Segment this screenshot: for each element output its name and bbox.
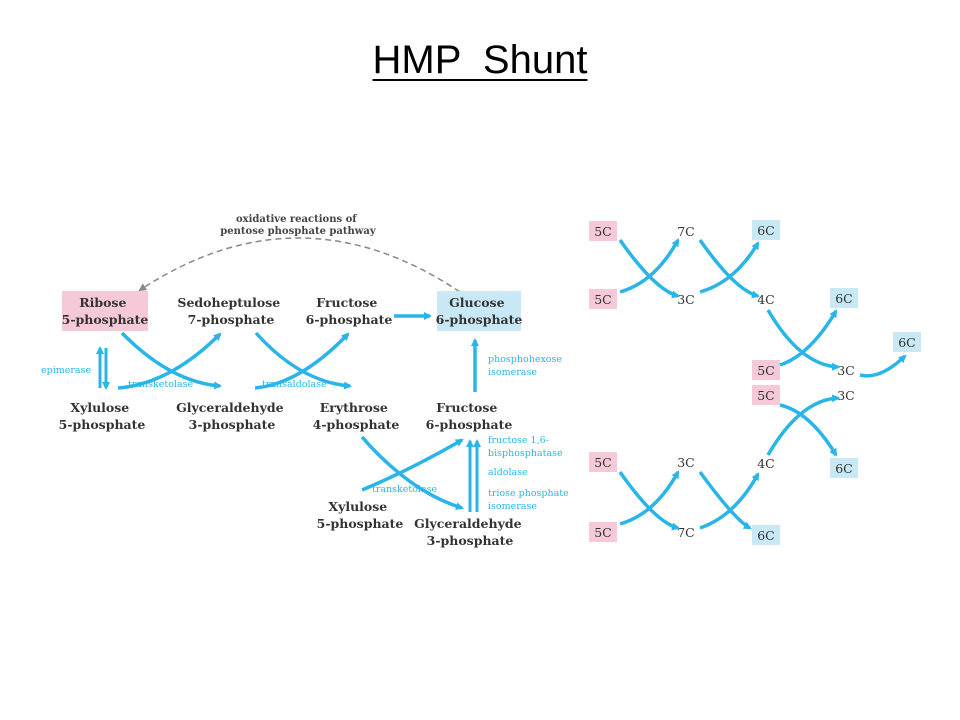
glyceraldehyde3p-top-label: Glyceraldehyde 3-phosphate	[176, 400, 288, 432]
transketolase2-label: transketolase	[372, 484, 438, 495]
r-center-out-right: 6C	[898, 335, 916, 350]
r-center-c2: 3C	[837, 388, 855, 403]
r-bottom-in1-box	[589, 452, 617, 472]
r-center-c1: 3C	[837, 363, 855, 378]
r-center-in2-box	[752, 385, 780, 405]
r-top-mid3: 4C	[757, 292, 775, 307]
glucose6p-label: Glucose 6-phosphate	[436, 295, 523, 327]
glyceraldehyde3p-bottom-label: Glyceraldehyde 3-phosphate	[414, 516, 526, 548]
phosphohexose-isomerase-label: phosphohexose isomerase	[488, 354, 565, 378]
r-bottom-in2-box	[589, 522, 617, 542]
r-top-mid2: 3C	[677, 292, 695, 307]
glucose6p-box	[437, 291, 521, 331]
r-bottom-mid2: 7C	[677, 525, 695, 540]
r-top-cross2-a	[698, 238, 760, 299]
r-top-out1-box	[752, 220, 780, 240]
page-title: HMP Shunt	[372, 38, 588, 82]
oxidative-note-line1: oxidative reactions of	[236, 214, 357, 225]
fructose6p-mid-label: Fructose 6-phosphate	[426, 400, 513, 432]
r-center-out-bottom-box	[830, 458, 858, 478]
fbpase-label: fructose 1,6- bisphosphatase	[488, 435, 563, 459]
oxidative-dashed-arrow	[138, 237, 461, 293]
r-bottom-in2: 5C	[594, 525, 612, 540]
r-center-merge-arrow	[859, 354, 907, 378]
transketolase1-label: transketolase	[128, 379, 194, 390]
r-top-cross1-b	[619, 238, 680, 294]
r-top-cross2-b	[699, 241, 760, 294]
r-bottom-cross2-a	[698, 470, 752, 530]
r-center-out-top-box	[830, 288, 858, 308]
r-bottom-cross1-b	[619, 470, 680, 526]
r-center-in1: 5C	[757, 363, 775, 378]
r-top-in1-box	[589, 221, 617, 241]
r-center-cross-top-b	[779, 309, 838, 367]
tpi-label: triose phosphate isomerase	[488, 488, 572, 512]
ribose5p-box	[62, 291, 148, 331]
r-top-in2-box	[589, 289, 617, 309]
aldolase-label: aldolase	[488, 467, 528, 478]
r-center-in2: 5C	[757, 388, 775, 403]
svg-text:oxidative reactions of pen: oxidative reactions of pentose phosphate…	[220, 214, 377, 237]
oxidative-note-line2: pentose phosphate pathway	[220, 226, 377, 237]
r-bottom-out1-box	[752, 525, 780, 545]
ribose5p-label: Ribose 5-phosphate	[62, 295, 149, 327]
r-bottom-cross1-a	[618, 470, 680, 531]
r-center-out-right-box	[893, 332, 921, 352]
r-bottom-cross2-b	[699, 472, 760, 530]
r-top-cross1-a	[618, 238, 680, 299]
xylulose5p-left-label: Xylulose 5-phosphate	[59, 400, 146, 432]
r-bottom-mid1: 3C	[677, 455, 695, 470]
r-bottom-mid3: 4C	[757, 456, 775, 471]
r-top-in1: 5C	[594, 224, 612, 239]
transaldolase-arrow-b	[254, 332, 350, 390]
sedoheptulose7p-label: Sedoheptulose 7-phosphate	[177, 295, 284, 327]
r-top-out1: 6C	[757, 223, 775, 238]
r-center-out-top: 6C	[835, 291, 853, 306]
transketolase2-arrow-b	[361, 438, 464, 492]
erythrose4p-label: Erythrose 4-phosphate	[313, 400, 400, 432]
r-center-out-bottom: 6C	[835, 461, 853, 476]
r-bottom-out1: 6C	[757, 528, 775, 543]
r-bottom-in1: 5C	[594, 455, 612, 470]
transaldolase-label: transaldolase	[262, 379, 327, 390]
r-center-cross-bottom-b	[766, 394, 840, 456]
transketolase2-arrow-a	[360, 435, 464, 511]
r-top-in2: 5C	[594, 292, 612, 307]
r-center-cross-bottom-a	[779, 403, 838, 457]
transketolase1-arrow-b	[117, 332, 222, 390]
fructose6p-top-label: Fructose 6-phosphate	[306, 295, 393, 327]
epimerase-label: epimerase	[41, 365, 91, 376]
xylulose5p-bottom-label: Xylulose 5-phosphate	[317, 499, 404, 531]
r-top-mid1: 7C	[677, 224, 695, 239]
r-center-cross-top-a	[766, 309, 840, 371]
r-center-in1-box	[752, 360, 780, 380]
